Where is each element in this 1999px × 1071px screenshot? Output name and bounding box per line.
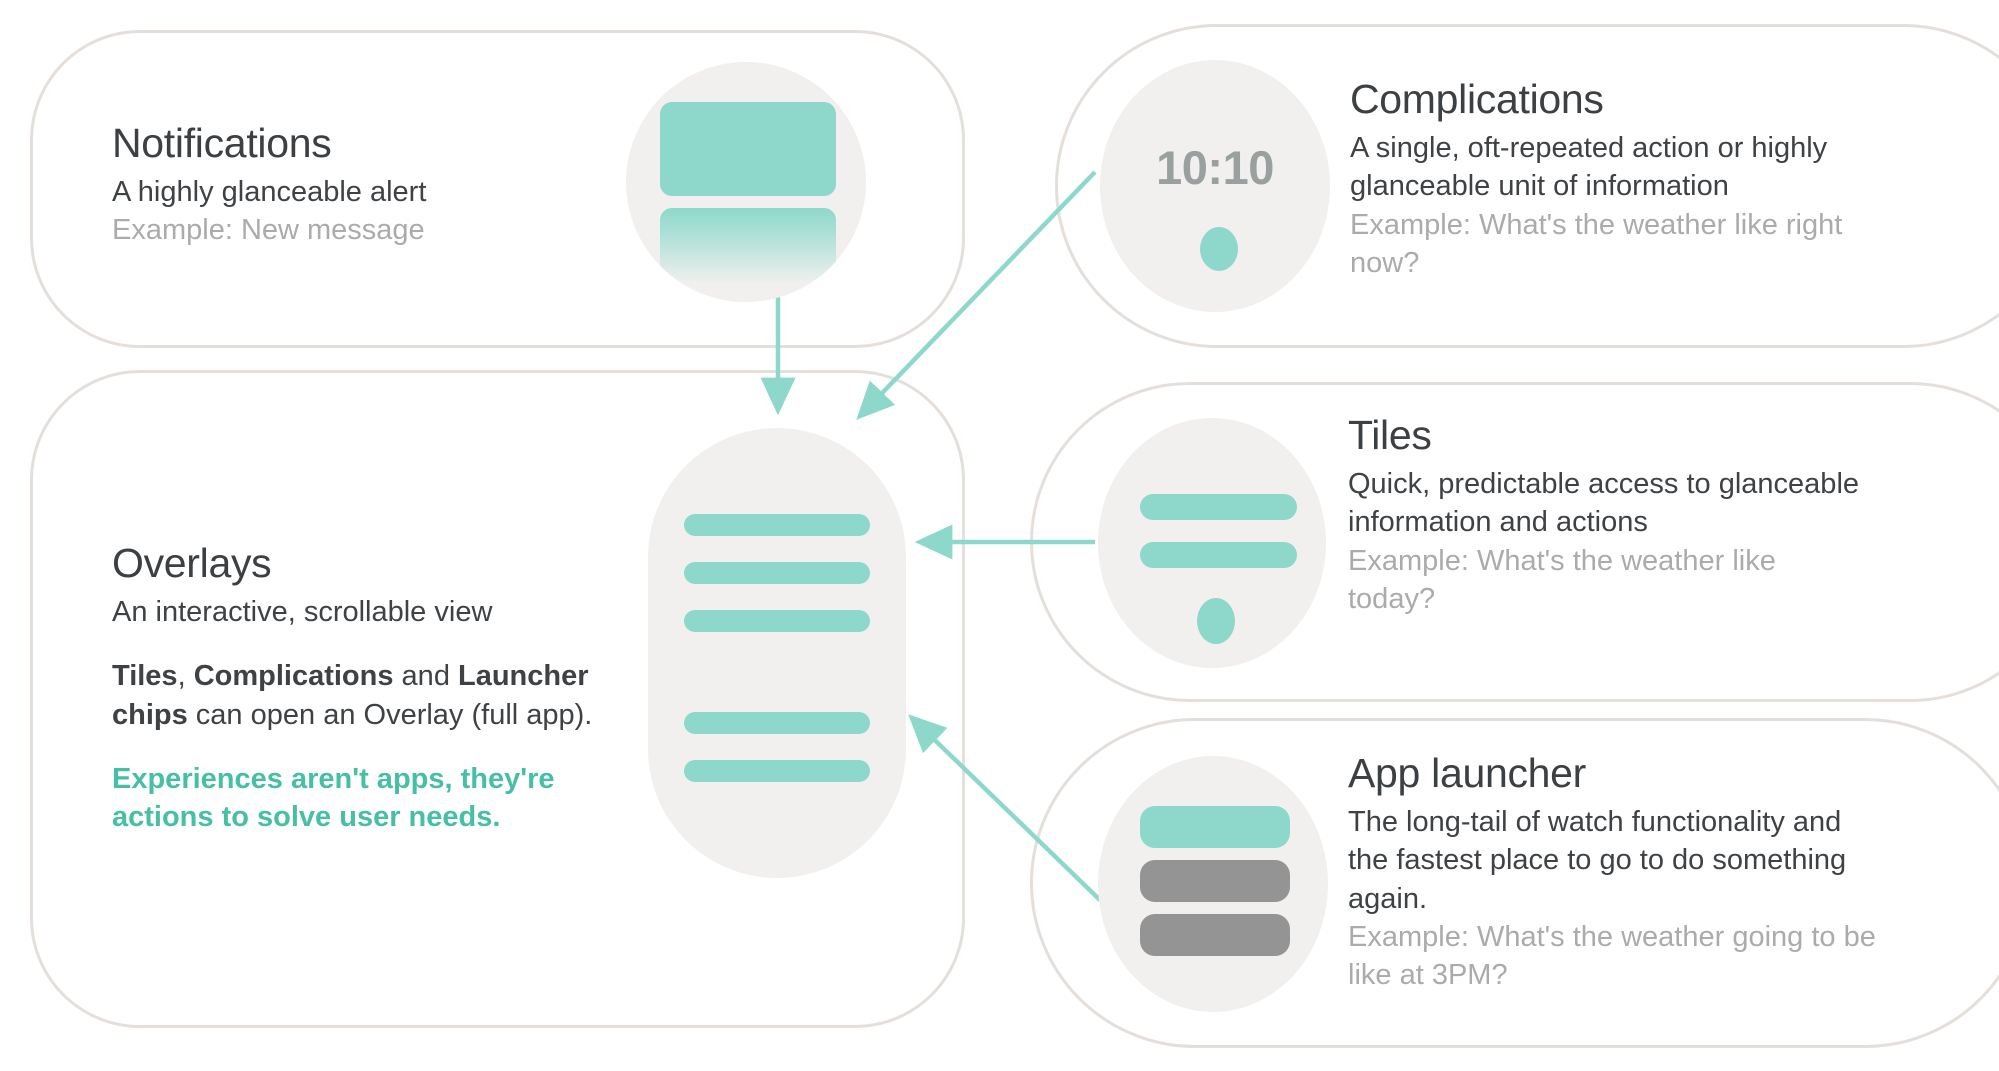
complication-mockup: 10:10 (1100, 60, 1330, 312)
launcher-chip-3 (1140, 914, 1290, 956)
launcher-title: App launcher (1348, 750, 1587, 796)
tile-row-1 (1140, 494, 1297, 520)
overlay-row-4 (684, 712, 870, 734)
overlays-title: Overlays (112, 540, 272, 586)
tiles-title: Tiles (1348, 412, 1432, 458)
tile-indicator-dot (1197, 598, 1235, 644)
overlays-accent-statement: Experiences aren't apps, they're actions… (112, 762, 555, 834)
notification-mockup (626, 62, 866, 302)
overlays-body-rich: Tiles, Complications and Launcher chips … (112, 660, 593, 731)
overlays-body: An interactive, scrollable view (112, 596, 493, 629)
launcher-example: Example: What's the weather going to be … (1348, 920, 1876, 992)
overlays-text-block: Overlays An interactive, scrollable view… (112, 540, 612, 836)
complication-indicator-dot (1200, 227, 1238, 271)
complications-body: A single, oft-repeated action or highly … (1350, 132, 1828, 203)
notification-card-faded (660, 208, 836, 294)
tiles-body: Quick, predictable access to glanceable … (1348, 468, 1860, 539)
launcher-body: The long-tail of watch functionality and… (1348, 806, 1847, 915)
tile-row-2 (1140, 542, 1297, 568)
overlay-row-3 (684, 610, 870, 632)
launcher-mockup (1098, 756, 1328, 1012)
overlays-spacer-2 (112, 734, 612, 760)
notification-card-primary (660, 102, 836, 196)
notifications-title: Notifications (112, 120, 332, 166)
notifications-example: Example: New message (112, 214, 425, 247)
tiles-text-block: Tiles Quick, predictable access to glanc… (1348, 412, 1868, 618)
overlays-spacer-1 (112, 631, 612, 657)
launcher-chip-2 (1140, 860, 1290, 902)
overlay-mockup (648, 428, 906, 878)
overlay-row-5 (684, 760, 870, 782)
launcher-chip-1 (1140, 806, 1290, 848)
complications-title: Complications (1350, 76, 1604, 122)
notifications-body: A highly glanceable alert (112, 176, 427, 209)
notifications-text-block: Notifications A highly glanceable alert … (112, 120, 592, 250)
complications-example: Example: What's the weather like right n… (1350, 208, 1843, 279)
complications-text-block: Complications A single, oft-repeated act… (1350, 76, 1890, 282)
complication-time-label: 10:10 (1156, 141, 1274, 194)
overlay-row-1 (684, 514, 870, 536)
tiles-mockup (1098, 418, 1326, 668)
overlay-row-2 (684, 562, 870, 584)
launcher-text-block: App launcher The long-tail of watch func… (1348, 750, 1888, 994)
tiles-example: Example: What's the weather like today? (1348, 544, 1776, 615)
